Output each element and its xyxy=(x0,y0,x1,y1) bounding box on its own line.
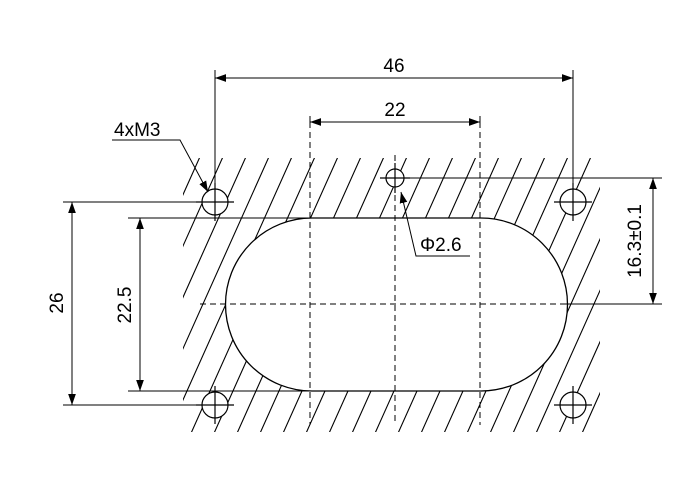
circle-crosshair-icon xyxy=(554,183,592,221)
hatch-line xyxy=(555,158,600,432)
hatch-line xyxy=(648,150,700,440)
centerlines xyxy=(200,122,585,425)
dim-slot-flat-width: 22 xyxy=(384,100,405,121)
label-pin-diameter: Φ2.6 xyxy=(420,235,462,256)
slot-outline xyxy=(224,217,569,392)
dim-overall-height: 26 xyxy=(47,292,68,313)
extension-lines xyxy=(63,70,662,406)
panel-hatching xyxy=(183,150,700,440)
dim-slot-height: 22.5 xyxy=(115,287,136,324)
label-screws: 4xM3 xyxy=(114,120,160,141)
screw-leader xyxy=(112,139,209,193)
dimension-lines xyxy=(68,74,657,405)
dim-overall-width: 46 xyxy=(383,56,404,77)
hatch-line xyxy=(183,158,273,432)
hatch-line xyxy=(509,158,600,432)
hatch-line xyxy=(625,150,700,440)
pin-leader xyxy=(399,191,470,257)
leaders xyxy=(112,139,470,257)
hatch-line xyxy=(694,150,700,440)
hatch-line xyxy=(671,150,700,440)
dim-pin-offset: 16.3±0.1 xyxy=(625,204,646,278)
hatch-line xyxy=(532,158,600,432)
hatch-line xyxy=(602,150,700,440)
circle-crosshair-icon xyxy=(196,386,234,424)
mounting-holes xyxy=(196,183,592,424)
circle-crosshair-icon xyxy=(554,386,592,424)
